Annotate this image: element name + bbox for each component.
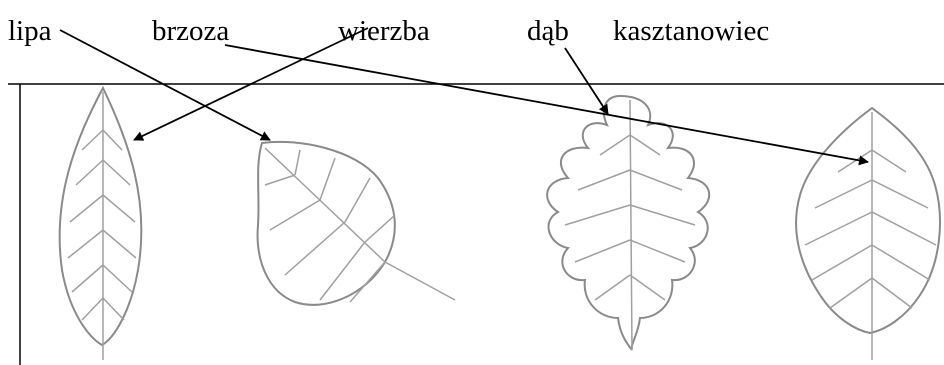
label-wierzba: wierzba: [338, 15, 430, 47]
frame: [8, 83, 944, 365]
leaf-linden: [256, 140, 456, 306]
label-dab: dąb: [527, 15, 569, 47]
label-brzoza: brzoza: [152, 15, 230, 47]
label-lipa: lipa: [8, 15, 52, 47]
arrow-brzoza-to-birch: [224, 44, 869, 166]
arrow-lipa-to-linden: [59, 29, 271, 141]
arrows: [59, 27, 869, 166]
arrow-wierzba-to-willow: [133, 27, 369, 141]
leaf-birch: [795, 106, 941, 360]
label-kasztanowiec: kasztanowiec: [613, 15, 770, 47]
arrow-dab-to-oak: [564, 47, 609, 115]
leaf-willow: [58, 85, 143, 360]
leaf-oak: [546, 94, 711, 351]
